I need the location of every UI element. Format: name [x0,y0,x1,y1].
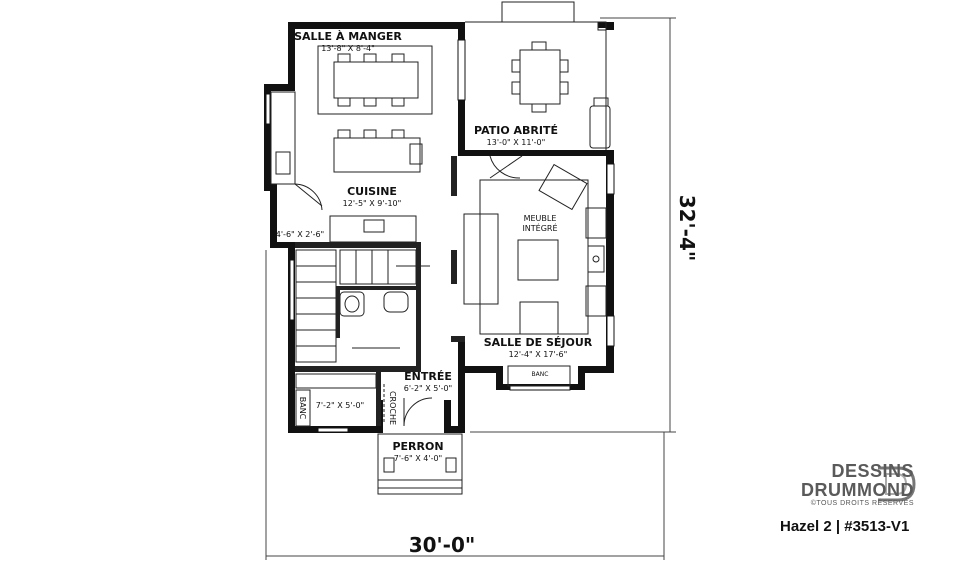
interior-walls [295,156,465,426]
porch-size: 7'-6" X 4'-0" [394,454,442,463]
patio-furniture [511,41,611,149]
dessins-drummond-logo-icon [878,466,916,502]
dimension-lines [265,17,676,560]
entry-size: 6'-2" X 5'-0" [404,384,452,393]
patio-size: 13'-0" X 11'-0" [487,138,546,147]
living-room-size: 12'-4" X 17'-6" [509,350,568,359]
kitchen-name: CUISINE [347,185,397,198]
window-bench-label: BANC [532,371,549,378]
windows [265,39,615,433]
depth-dimension: 32'-4" [675,195,699,262]
dining-area [317,45,433,115]
dining-room-name: SALLE À MANGER [294,30,402,43]
living-area [463,155,607,387]
porch-name: PERRON [392,440,443,453]
mudroom-bench-label: BANC [298,397,307,420]
living-room-name: SALLE DE SÉJOUR [484,336,593,349]
pantry-size: 4'-6" X 2'-6" [276,230,324,239]
entry-area [295,373,463,495]
width-dimension: 30'-0" [409,533,476,557]
kitchen-area [270,91,423,243]
entry-name: ENTRÉE [404,370,452,383]
closet-label: CROCHE [388,391,397,425]
brand-line-1: DESSINS [831,461,914,481]
builtin-label-2: INTÉGRÉ [522,222,557,233]
patio-outline [465,1,607,150]
kitchen-size: 12'-5" X 9'-10" [343,199,402,208]
brand-block: DESSINS DRUMMOND ©TOUS DROITS RÉSERVÉS [801,461,914,508]
patio-name: PATIO ABRITÉ [474,124,558,137]
builtin-label-1: MEUBLE [524,214,557,223]
plan-caption: Hazel 2 | #3513-V1 [780,518,910,535]
brand-rights: ©TOUS DROITS RÉSERVÉS [810,500,914,507]
dining-room-size: 13'-8" X 8'-4" [321,44,375,53]
brand-line-2: DRUMMOND [801,480,914,500]
stairs-and-bath [295,249,430,363]
mudroom-size: 7'-2" X 5'-0" [316,401,364,410]
